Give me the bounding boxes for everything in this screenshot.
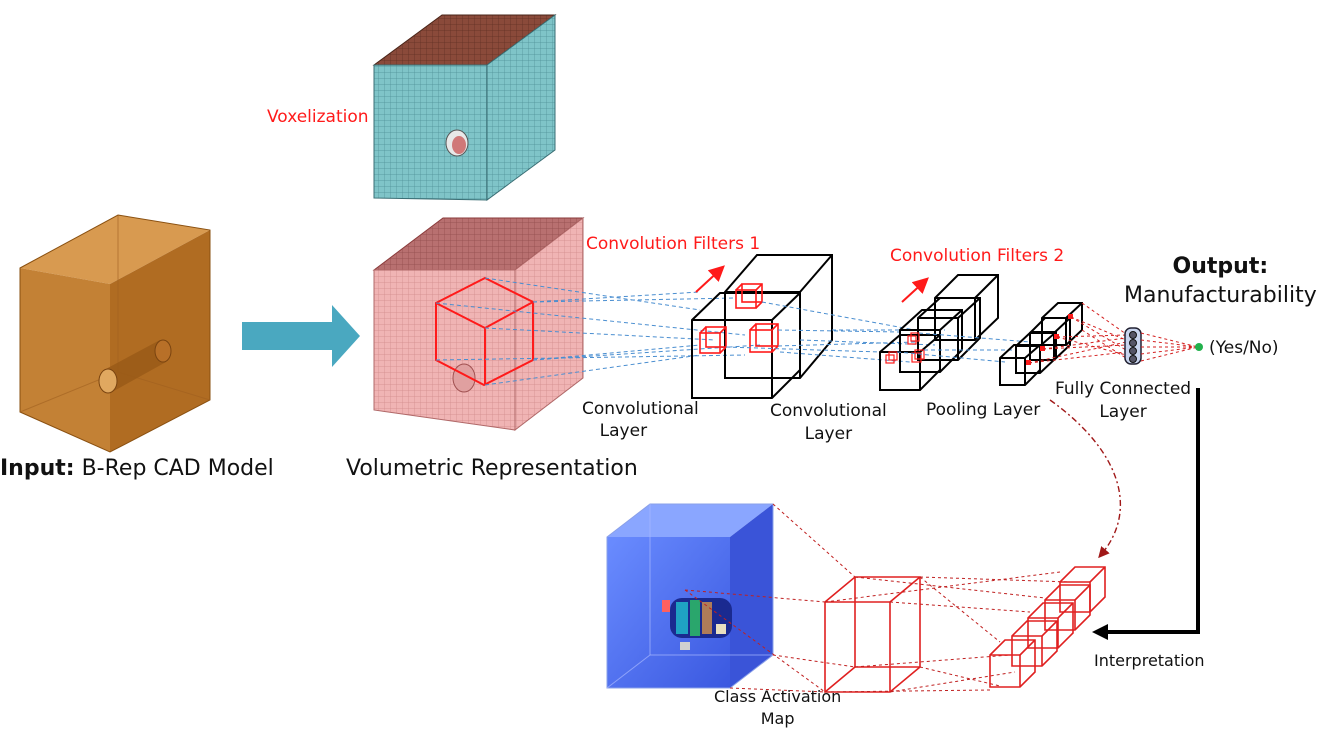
fc-layer-line2: Layer xyxy=(1099,402,1147,422)
conv-layer-b-label: Convolutional Layer xyxy=(770,400,887,446)
interpretation-label: Interpretation xyxy=(1094,651,1205,670)
input-label-bold: Input: xyxy=(0,456,75,481)
input-label-text: B-Rep CAD Model xyxy=(81,456,274,481)
voxelization-label: Voxelization xyxy=(267,107,369,127)
conv-layer-b-line2: Layer xyxy=(804,424,853,444)
connections-filter-to-stack xyxy=(824,571,1071,693)
input-label: Input: B-Rep CAD Model xyxy=(0,456,274,481)
conv-filters-1-label: Convolution Filters 1 xyxy=(586,234,761,254)
filter-arrow-2 xyxy=(901,277,929,303)
fully-connected-nodes xyxy=(1124,327,1142,365)
connections-volumetric-to-conv xyxy=(435,277,761,386)
transform-arrow xyxy=(242,305,360,367)
output-label-text: Manufacturability xyxy=(1124,283,1317,308)
pooling-layer-label: Pooling Layer xyxy=(926,400,1041,420)
fc-layer-line1: Fully Connected xyxy=(1055,379,1192,399)
conv-layer-2 xyxy=(879,274,999,391)
cam-label-line1: Class Activation xyxy=(714,687,842,706)
pooling-filters xyxy=(1026,314,1073,365)
voxelized-cube xyxy=(372,14,557,201)
yes-no-label: (Yes/No) xyxy=(1209,338,1279,358)
connections-pool-to-fc xyxy=(1028,302,1127,364)
output-label-bold: Output: xyxy=(1172,254,1269,279)
conv-layer-a-line2: Layer xyxy=(599,421,648,441)
interpretation-arrow xyxy=(1105,388,1200,634)
volumetric-cube xyxy=(372,216,585,432)
output-label: Output: Manufacturability xyxy=(1124,252,1317,310)
interpretation-arrowhead xyxy=(1092,624,1108,640)
conv-layer-1-filters xyxy=(699,283,779,354)
cad-model-cube xyxy=(19,214,211,453)
cam-filter-cube xyxy=(824,576,921,693)
conv-layer-a-label: Convolutional Layer xyxy=(582,398,699,442)
conv-layer-b-line1: Convolutional xyxy=(770,401,887,421)
output-node xyxy=(1195,343,1203,351)
pool-to-cam-curve xyxy=(1049,399,1122,559)
filter-arrow-1 xyxy=(695,265,725,293)
volumetric-label: Volumetric Representation xyxy=(346,456,638,481)
connections-fc-to-output xyxy=(1140,332,1199,362)
cam-stacked-cubes xyxy=(989,566,1106,688)
class-activation-cube xyxy=(606,503,774,689)
fc-layer-label: Fully Connected Layer xyxy=(1055,378,1191,424)
conv-layer-2-filters xyxy=(885,332,925,364)
conv-layer-1 xyxy=(691,254,833,399)
connections-conv2-to-pool xyxy=(896,332,1031,363)
conv-layer-a-line1: Convolutional xyxy=(582,399,699,419)
conv-filters-2-label: Convolution Filters 2 xyxy=(890,246,1065,266)
cam-label: Class Activation Map xyxy=(714,686,841,730)
connections-cam-to-filter xyxy=(684,503,856,693)
cam-label-line2: Map xyxy=(760,709,795,728)
